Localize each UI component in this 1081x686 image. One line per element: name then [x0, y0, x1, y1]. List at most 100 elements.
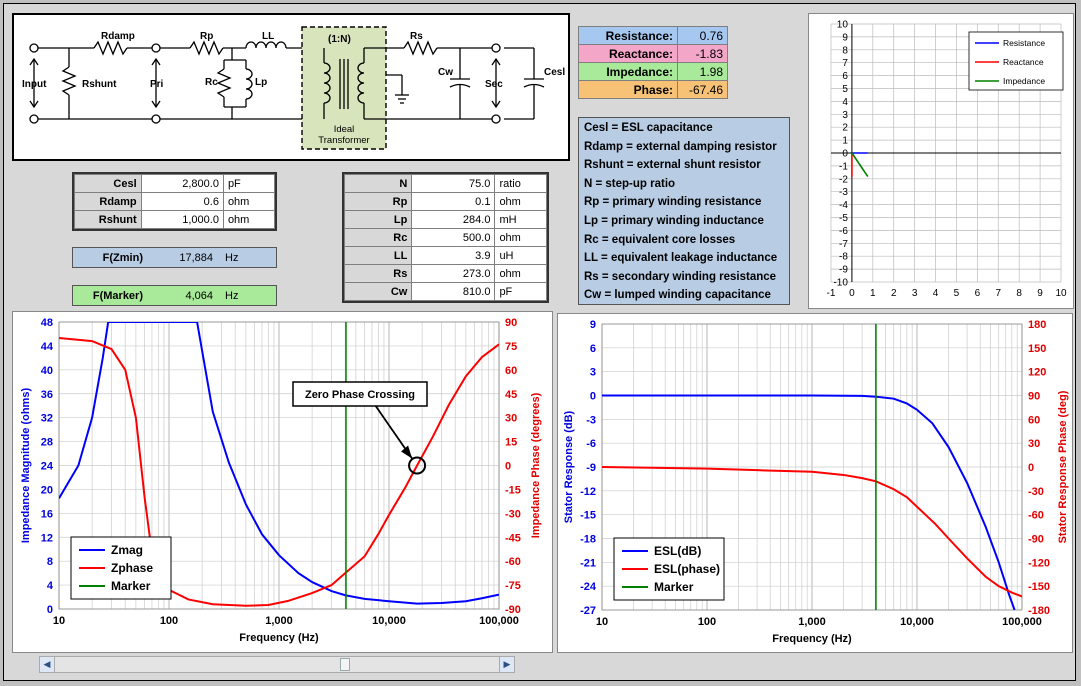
x-tick-label: 9 — [1037, 288, 1043, 299]
y-right-tick-label: 0 — [505, 461, 511, 473]
y-left-tick-label: 44 — [41, 341, 54, 353]
y-tick-label: -9 — [839, 265, 848, 276]
y-left-tick-label: 4 — [47, 580, 54, 592]
note-line: N = step-up ratio — [584, 177, 676, 190]
label-lp: Lp — [255, 77, 267, 88]
xfmr-param-value[interactable]: 284.0 — [411, 210, 496, 229]
scroll-thumb[interactable] — [340, 658, 350, 671]
y-left-tick-label: -9 — [586, 462, 596, 474]
result-value: 1.98 — [677, 62, 728, 81]
worksheet: Rdamp Rp LL Rs Input Rshunt Pri Rc Lp Cw… — [3, 3, 1076, 681]
legend-label: Zphase — [111, 561, 153, 575]
x-tick-label: 10 — [53, 615, 65, 627]
result-row: Impedance:1.98 — [578, 62, 728, 81]
y-left-axis-title: Stator Response (dB) — [563, 410, 575, 523]
xfmr-param-label: Rp — [343, 192, 413, 211]
legend-label: ESL(dB) — [654, 544, 701, 558]
y-right-tick-label: -180 — [1028, 605, 1050, 617]
y-tick-label: -1 — [839, 161, 848, 172]
label-rp: Rp — [200, 31, 213, 42]
esl-param-value[interactable]: 1,000.0 — [140, 210, 224, 229]
xfmr-param-unit: ratio — [494, 174, 547, 193]
fmarker-value[interactable]: 4,064 — [185, 289, 213, 302]
esl-param-unit: ohm — [222, 210, 276, 229]
legend-label: Marker — [111, 579, 151, 593]
y-left-tick-label: 32 — [41, 413, 53, 425]
fzmin-box: F(Zmin) 17,884 Hz — [72, 247, 277, 268]
result-label: Resistance: — [578, 26, 678, 45]
esl-param-label: Rdamp — [74, 192, 142, 211]
y-left-tick-label: -6 — [586, 438, 596, 450]
circuit-schematic: Rdamp Rp LL Rs Input Rshunt Pri Rc Lp Cw… — [12, 13, 570, 161]
fmarker-unit: Hz — [225, 289, 239, 302]
y-tick-label: -7 — [839, 239, 848, 250]
xfmr-param-value[interactable]: 0.1 — [411, 192, 496, 211]
result-row: Reactance:-1.83 — [578, 44, 728, 63]
legend-label: Marker — [654, 580, 694, 594]
label-ll: LL — [262, 31, 274, 42]
y-right-tick-label: 30 — [505, 413, 517, 425]
x-axis-title: Frequency (Hz) — [239, 632, 319, 644]
xfmr-param-value[interactable]: 75.0 — [411, 174, 496, 193]
y-left-tick-label: 28 — [41, 437, 53, 449]
fzmin-label: F(Zmin) — [102, 251, 143, 264]
y-right-axis-title: Stator Response Phase (deg) — [1057, 390, 1069, 543]
result-value: -67.46 — [677, 80, 728, 99]
y-right-tick-label: 45 — [505, 389, 517, 401]
esl-param-label: Rshunt — [74, 210, 142, 229]
y-right-tick-label: -30 — [505, 508, 521, 520]
series-eslphase — [602, 466, 1022, 598]
y-right-tick-label: -30 — [1028, 486, 1044, 498]
y-right-tick-label: 15 — [505, 437, 517, 449]
y-right-tick-label: 75 — [505, 341, 517, 353]
y-right-tick-label: -75 — [505, 580, 521, 592]
scroll-left-button[interactable]: ◀ — [40, 657, 55, 672]
y-tick-label: -4 — [839, 200, 848, 211]
y-tick-label: 1 — [842, 136, 848, 147]
label-rs: Rs — [410, 31, 423, 42]
legend-label: Zmag — [111, 543, 143, 557]
esl-param-value[interactable]: 0.6 — [140, 192, 224, 211]
result-label: Reactance: — [578, 44, 678, 63]
y-left-tick-label: 20 — [41, 484, 53, 496]
scroll-right-button[interactable]: ▶ — [499, 657, 514, 672]
y-left-tick-label: 9 — [590, 319, 596, 331]
x-tick-label: 1,000 — [798, 616, 826, 628]
xfmr-param-label: LL — [343, 246, 413, 265]
fmarker-label: F(Marker) — [92, 289, 143, 302]
y-tick-label: 3 — [842, 110, 848, 121]
y-right-tick-label: -60 — [1028, 510, 1044, 522]
esl-param-unit: pF — [222, 174, 276, 193]
x-axis-title: Frequency (Hz) — [772, 633, 852, 645]
xfmr-param-value[interactable]: 500.0 — [411, 228, 496, 247]
series-zphase — [59, 336, 499, 607]
xfmr-param-value[interactable]: 273.0 — [411, 264, 496, 283]
label-cesl: Cesl — [544, 67, 565, 78]
label-transformer: Transformer — [318, 135, 369, 146]
xfmr-param-value[interactable]: 810.0 — [411, 282, 496, 301]
plot-area — [58, 321, 500, 610]
fzmin-unit: Hz — [225, 251, 239, 264]
y-tick-label: 4 — [842, 97, 848, 108]
xfmr-param-unit: ohm — [494, 228, 547, 247]
xfmr-param-label: Rs — [343, 264, 413, 283]
legend-label: Reactance — [1003, 57, 1044, 67]
fmarker-box[interactable]: F(Marker) 4,064 Hz — [72, 285, 277, 306]
y-left-tick-label: 0 — [47, 604, 53, 616]
label-input: Input — [22, 79, 47, 90]
xfmr-param-value[interactable]: 3.9 — [411, 246, 496, 265]
xfmr-param-label: Lp — [343, 210, 413, 229]
x-tick-label: 10 — [596, 616, 608, 628]
esl-param-value[interactable]: 2,800.0 — [140, 174, 224, 193]
y-tick-label: -6 — [839, 226, 848, 237]
horizontal-scrollbar[interactable]: ◀ ▶ — [39, 656, 515, 673]
y-tick-label: 2 — [842, 123, 848, 134]
